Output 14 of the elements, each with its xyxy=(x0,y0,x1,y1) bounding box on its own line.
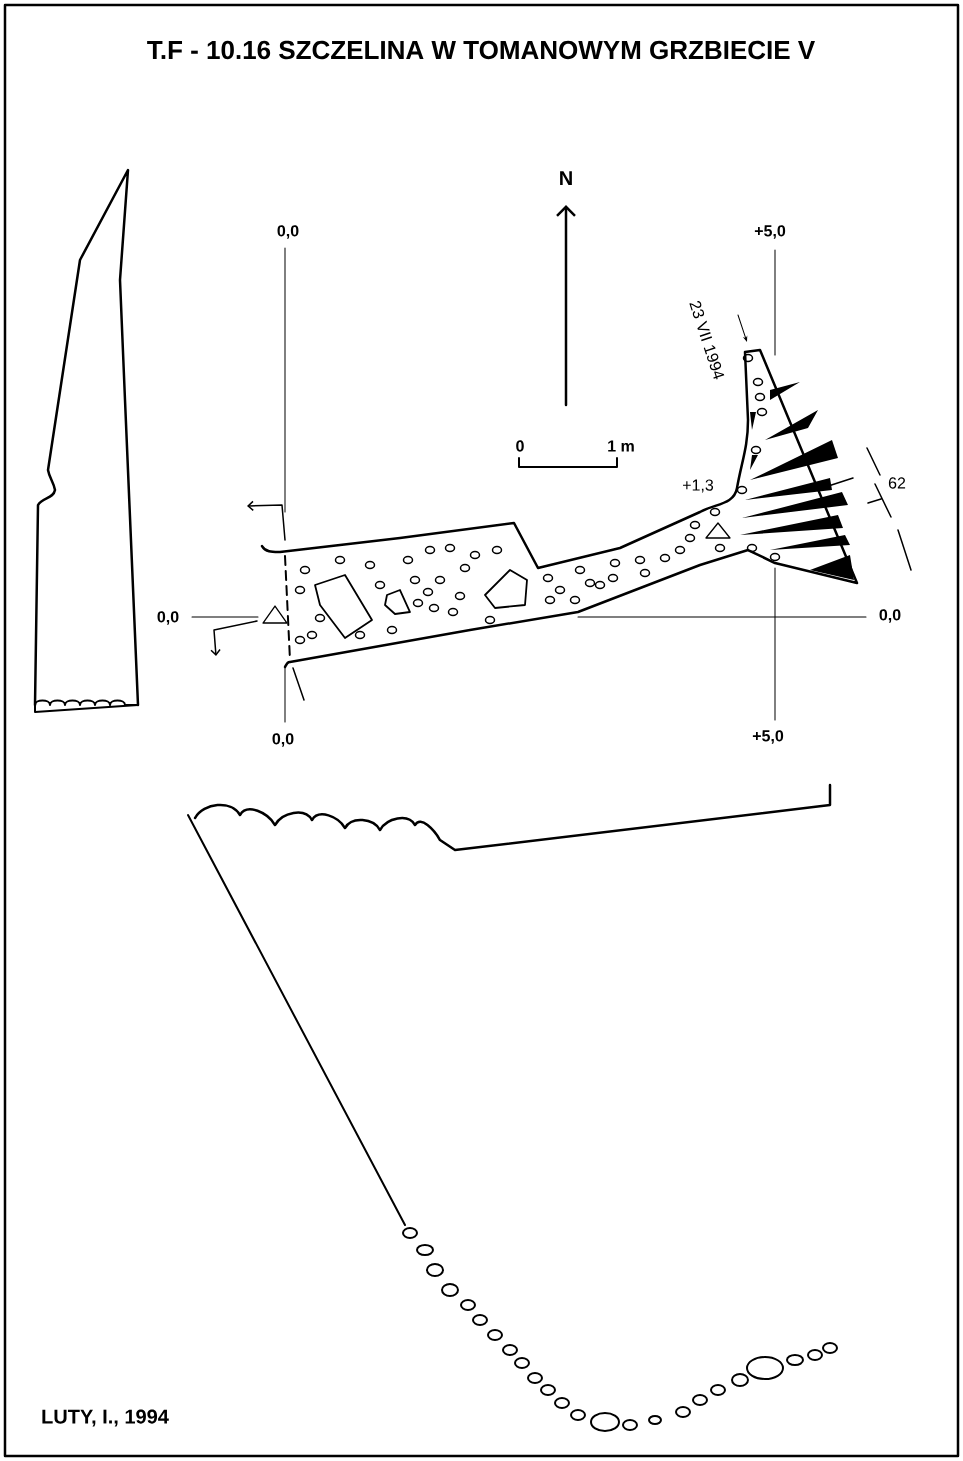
label: +5,0 xyxy=(754,225,786,239)
label: 0,0 xyxy=(157,611,179,625)
label: +1,3 xyxy=(683,479,714,493)
label: +5,0 xyxy=(752,730,784,744)
label: 62 xyxy=(888,477,906,489)
title: T.F - 10.16 SZCZELINA W TOMANOWYM GRZBIECIE V xyxy=(147,40,815,60)
label: 1 m xyxy=(608,440,634,452)
label: 23 VII 1994 xyxy=(689,301,725,380)
label: N xyxy=(560,171,572,185)
label: 0 xyxy=(516,440,524,452)
label: LUTY, I., 1994 xyxy=(42,1409,169,1427)
label: 0,0 xyxy=(272,733,294,747)
label: 0,0 xyxy=(277,225,299,239)
label: 0,0 xyxy=(879,609,901,623)
